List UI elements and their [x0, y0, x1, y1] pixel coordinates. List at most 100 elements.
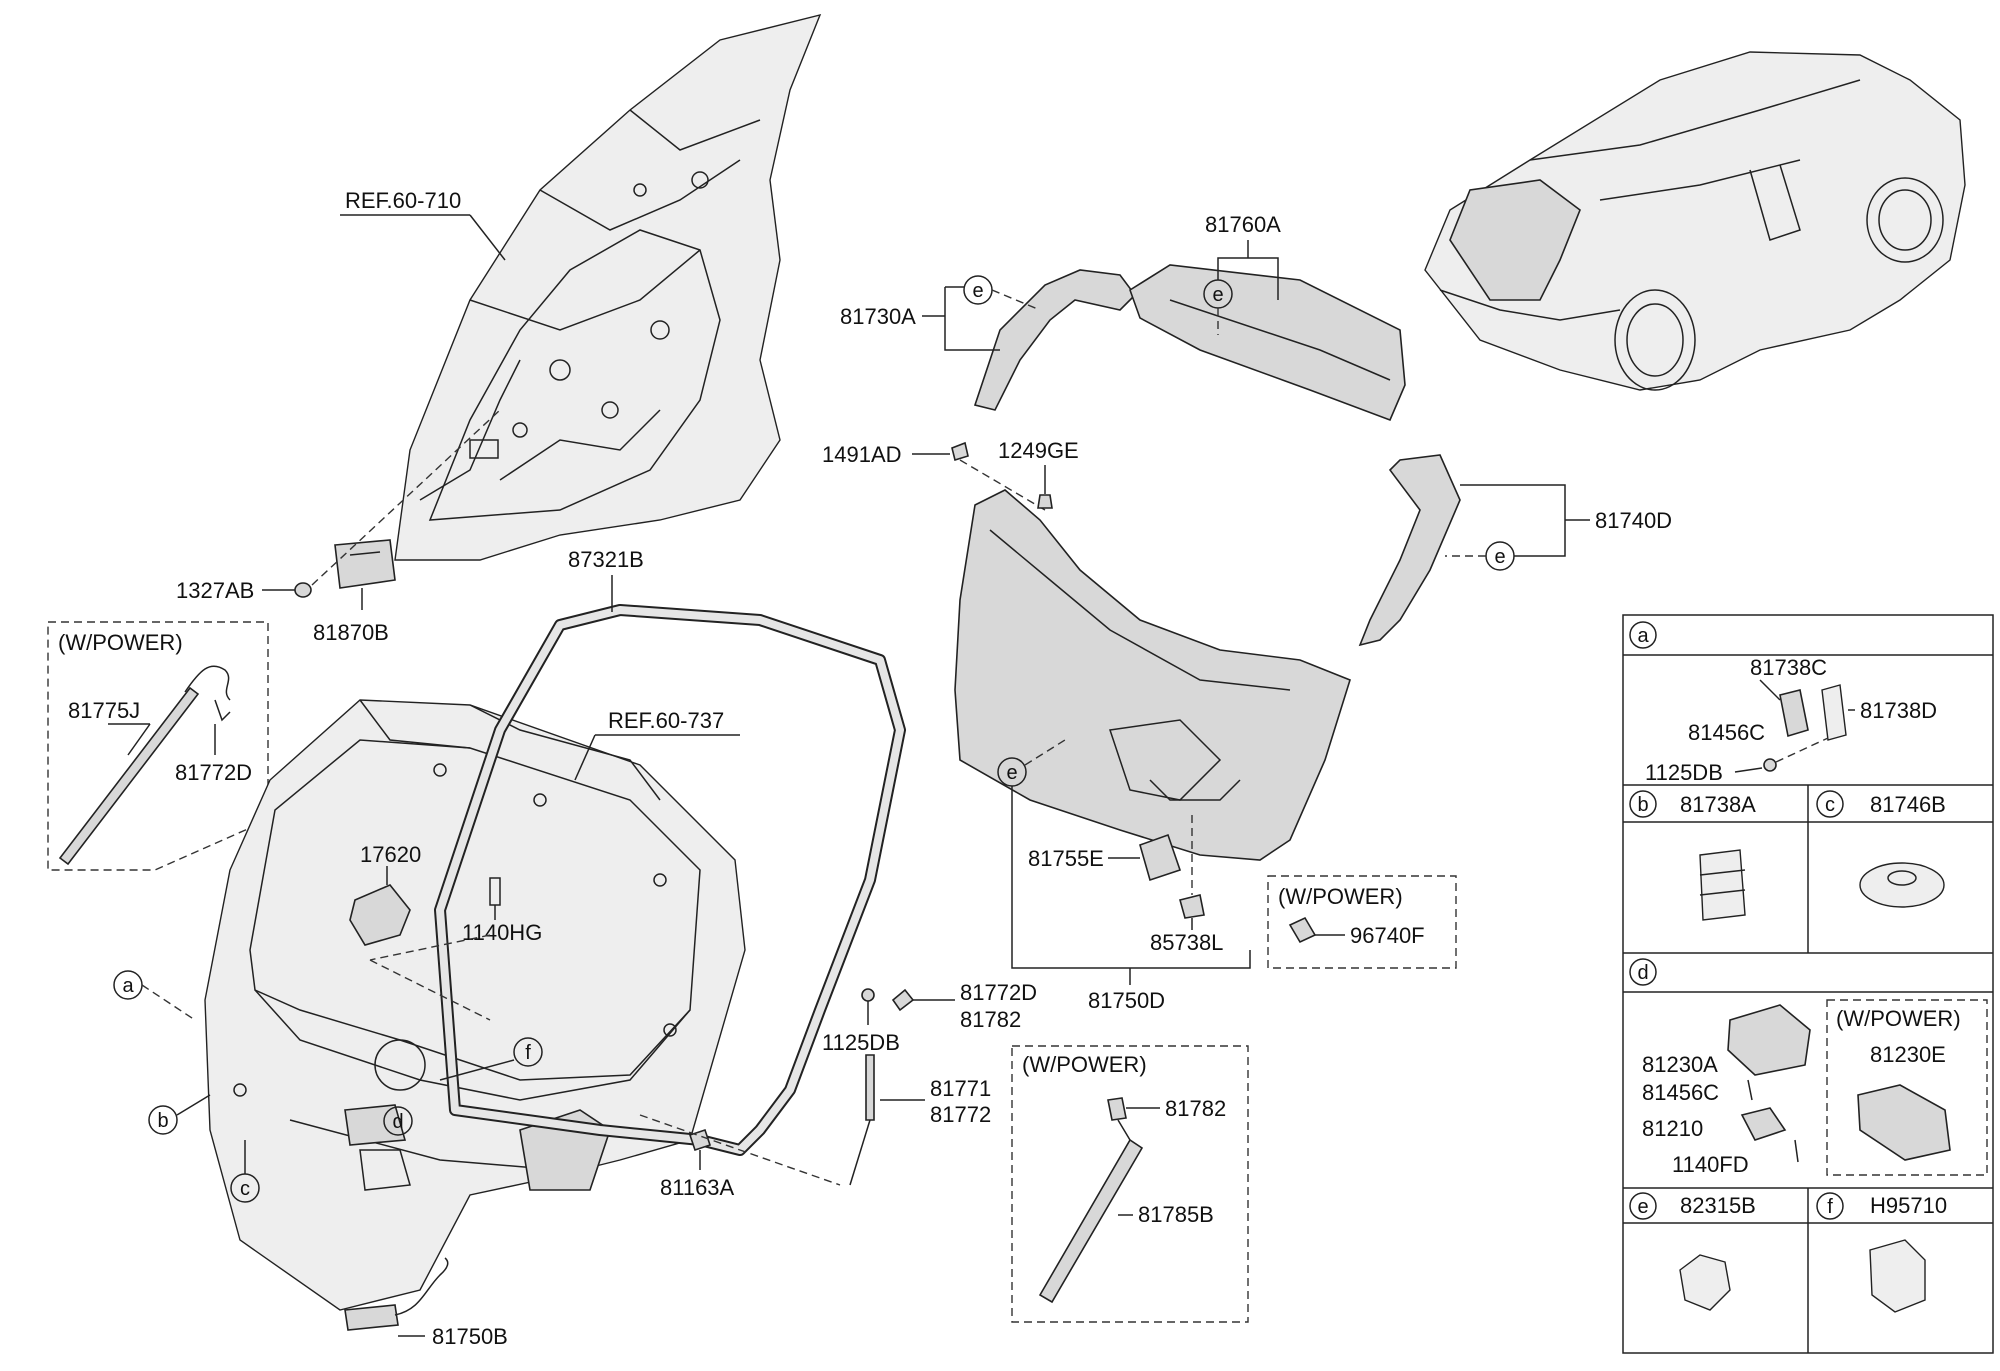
part-81738a-ribs — [1699, 869, 1746, 896]
label-81740d: 81740D — [1595, 508, 1672, 533]
leader-line — [127, 723, 151, 756]
tailgate — [204, 699, 746, 1311]
label-1249ge: 1249GE — [998, 438, 1079, 463]
bolt-1140hg — [489, 877, 501, 906]
legend-d-part-5: 81230E — [1870, 1042, 1946, 1067]
part-81456c-screw — [1759, 679, 1781, 701]
part-82315b — [1679, 1254, 1731, 1311]
label-1327ab: 1327AB — [176, 578, 254, 603]
circle-letter-e: e — [1212, 284, 1223, 306]
power-box-center: (W/POWER) — [1267, 875, 1457, 969]
label-85738l: 85738L — [1150, 930, 1223, 955]
leader-bracket — [944, 287, 1000, 351]
camera-17620 — [349, 884, 411, 946]
trim-detail-line — [989, 529, 1291, 691]
legend-a-part-2: 81456C — [1688, 720, 1765, 745]
dashed-guide — [639, 1114, 841, 1186]
power-box-left: (W/POWER) — [47, 621, 269, 871]
dashed-guide — [369, 934, 491, 961]
label-81782-strut: 81782 — [960, 1007, 1021, 1032]
part-81738d — [1821, 684, 1847, 741]
nut-1327ab — [294, 582, 312, 598]
label-1140hg: 1140HG — [462, 920, 542, 945]
label-96740f: 96740F — [1350, 923, 1425, 948]
legend-d-part-2: 81456C — [1642, 1080, 1719, 1105]
legend-a-part-1: 81738C — [1750, 655, 1827, 680]
part-1125db — [1763, 758, 1777, 772]
main-trim-81750d — [954, 489, 1351, 861]
weatherstrip-87321b — [436, 606, 904, 1154]
module-81870b — [334, 539, 396, 610]
power-label-strut: (W/POWER) — [1022, 1052, 1147, 1077]
legend-c-title: 81746B — [1870, 792, 1946, 817]
leader-bracket — [1011, 786, 1251, 969]
switch-wire — [394, 1257, 449, 1316]
dashed-guide — [141, 984, 196, 1021]
label-81775j: 81775J — [68, 698, 140, 723]
trim-detail-line — [1169, 299, 1391, 381]
label-81782-power: 81782 — [1165, 1096, 1226, 1121]
label-81772d-strut: 81772D — [960, 980, 1037, 1005]
legend-letter-c: c — [1825, 794, 1835, 816]
trim-detail-line — [1149, 779, 1241, 801]
label-1491ad: 1491AD — [822, 442, 902, 467]
part-81210 — [1740, 1107, 1787, 1141]
legend-circle-f — [1816, 1192, 1844, 1220]
circle-letter-d: d — [392, 1111, 403, 1133]
ref-60-737-label: REF.60-737 — [608, 708, 724, 733]
upper-trim-81760a — [1129, 264, 1406, 422]
callout-circle-b — [148, 1105, 178, 1135]
part-81230e — [1857, 1084, 1951, 1161]
legend-e-title: 82315B — [1680, 1193, 1756, 1218]
clip-1491ad — [951, 441, 969, 462]
label-81750b: 81750B — [432, 1324, 508, 1349]
label-81772d-left: 81772D — [175, 760, 252, 785]
switch-81750b — [344, 1304, 399, 1331]
circle-letter-b: b — [157, 1110, 168, 1132]
legend-a-part-4: 1125DB — [1645, 760, 1723, 785]
legend-table — [1622, 614, 1994, 1354]
legend-f-title: H95710 — [1870, 1193, 1947, 1218]
legend-a-part-3: 81738D — [1860, 698, 1937, 723]
part-81746b-hole — [1887, 870, 1917, 886]
power-label-left: (W/POWER) — [58, 630, 183, 655]
label-81750d: 81750D — [1088, 988, 1165, 1013]
dashed-guide — [369, 959, 491, 1021]
legend-letter-e: e — [1637, 1196, 1648, 1218]
legend-circle-c — [1816, 790, 1844, 818]
gas-strut-81771 — [849, 988, 915, 1186]
legend-letter-b: b — [1637, 794, 1648, 816]
legend-d-part-4: 1140FD — [1672, 1152, 1749, 1177]
part-81738a — [1699, 849, 1746, 921]
label-81870b: 81870B — [313, 620, 389, 645]
circle-letter-e: e — [1494, 546, 1505, 568]
cap-81755e — [1139, 833, 1182, 882]
leader-line — [1734, 767, 1763, 773]
leader-line — [574, 734, 596, 781]
leader-bracket — [1460, 484, 1566, 557]
legend-b-title: 81738A — [1680, 792, 1756, 817]
label-81755e: 81755E — [1028, 846, 1104, 871]
circle-letter-e: e — [1006, 762, 1017, 784]
leader-line — [439, 1059, 515, 1081]
legend-letter-f: f — [1827, 1196, 1833, 1218]
power-box-table — [1826, 999, 1988, 1176]
inner-body-panel — [394, 13, 822, 561]
label-87321b: 87321B — [568, 547, 644, 572]
label-1125db-strut: 1125DB — [822, 1030, 900, 1055]
label-81163a: 81163A — [660, 1175, 735, 1200]
dashed-guide — [1775, 737, 1829, 763]
part-81230a — [1727, 1004, 1811, 1076]
clip-85738l — [1179, 894, 1205, 919]
dashed-guide — [991, 289, 1041, 311]
circle-letter-c: c — [240, 1178, 250, 1200]
legend-d-part-1: 81230A — [1642, 1052, 1718, 1077]
leader-line — [469, 214, 506, 261]
ref-60-710-label: REF.60-710 — [345, 188, 461, 213]
pillar-trim-81740d — [1358, 454, 1461, 647]
power-box-strut: (W/POWER) — [1011, 1045, 1249, 1323]
part-1140fd — [1794, 1139, 1799, 1163]
leader-line — [176, 1094, 211, 1116]
pillar-trim-81730a — [973, 269, 1137, 411]
